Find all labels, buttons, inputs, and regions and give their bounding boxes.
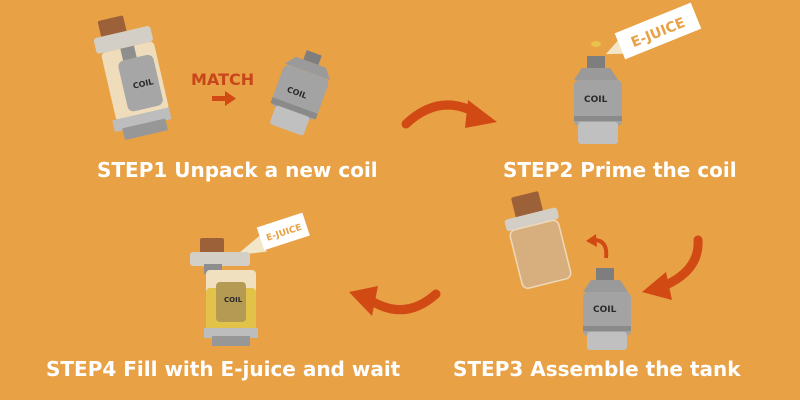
coil-label: COIL	[593, 305, 617, 315]
filled-tank-illustration: COIL	[190, 238, 258, 346]
coil-illustration-2: COIL	[574, 56, 622, 144]
e-juice-drop	[591, 41, 601, 47]
step2-caption: STEP2 Prime the coil	[503, 158, 737, 182]
coil-label: COIL	[224, 296, 243, 304]
step3-caption: STEP3 Assemble the tank	[453, 357, 741, 381]
packaged-coil-illustration: COIL	[93, 15, 172, 141]
match-label: MATCH	[191, 70, 255, 89]
coil-illustration-1: COIL	[270, 50, 331, 136]
match-arrow	[212, 91, 236, 106]
arrow-step2-to-step3	[642, 235, 703, 300]
step4-caption: STEP4 Fill with E-juice and wait	[46, 357, 401, 381]
coil-label: COIL	[584, 95, 608, 105]
small-curved-arrow	[586, 234, 609, 259]
coil-illustration-3: COIL	[583, 268, 631, 350]
e-juice-bottle-step4: E-JUICE	[236, 212, 310, 256]
arrow-step3-to-step4	[349, 286, 441, 316]
e-juice-bottle-step2: E-JUICE	[605, 2, 702, 60]
tank-top-illustration	[504, 191, 572, 289]
arrow-step1-to-step2	[401, 100, 497, 129]
step1-caption: STEP1 Unpack a new coil	[97, 158, 378, 182]
